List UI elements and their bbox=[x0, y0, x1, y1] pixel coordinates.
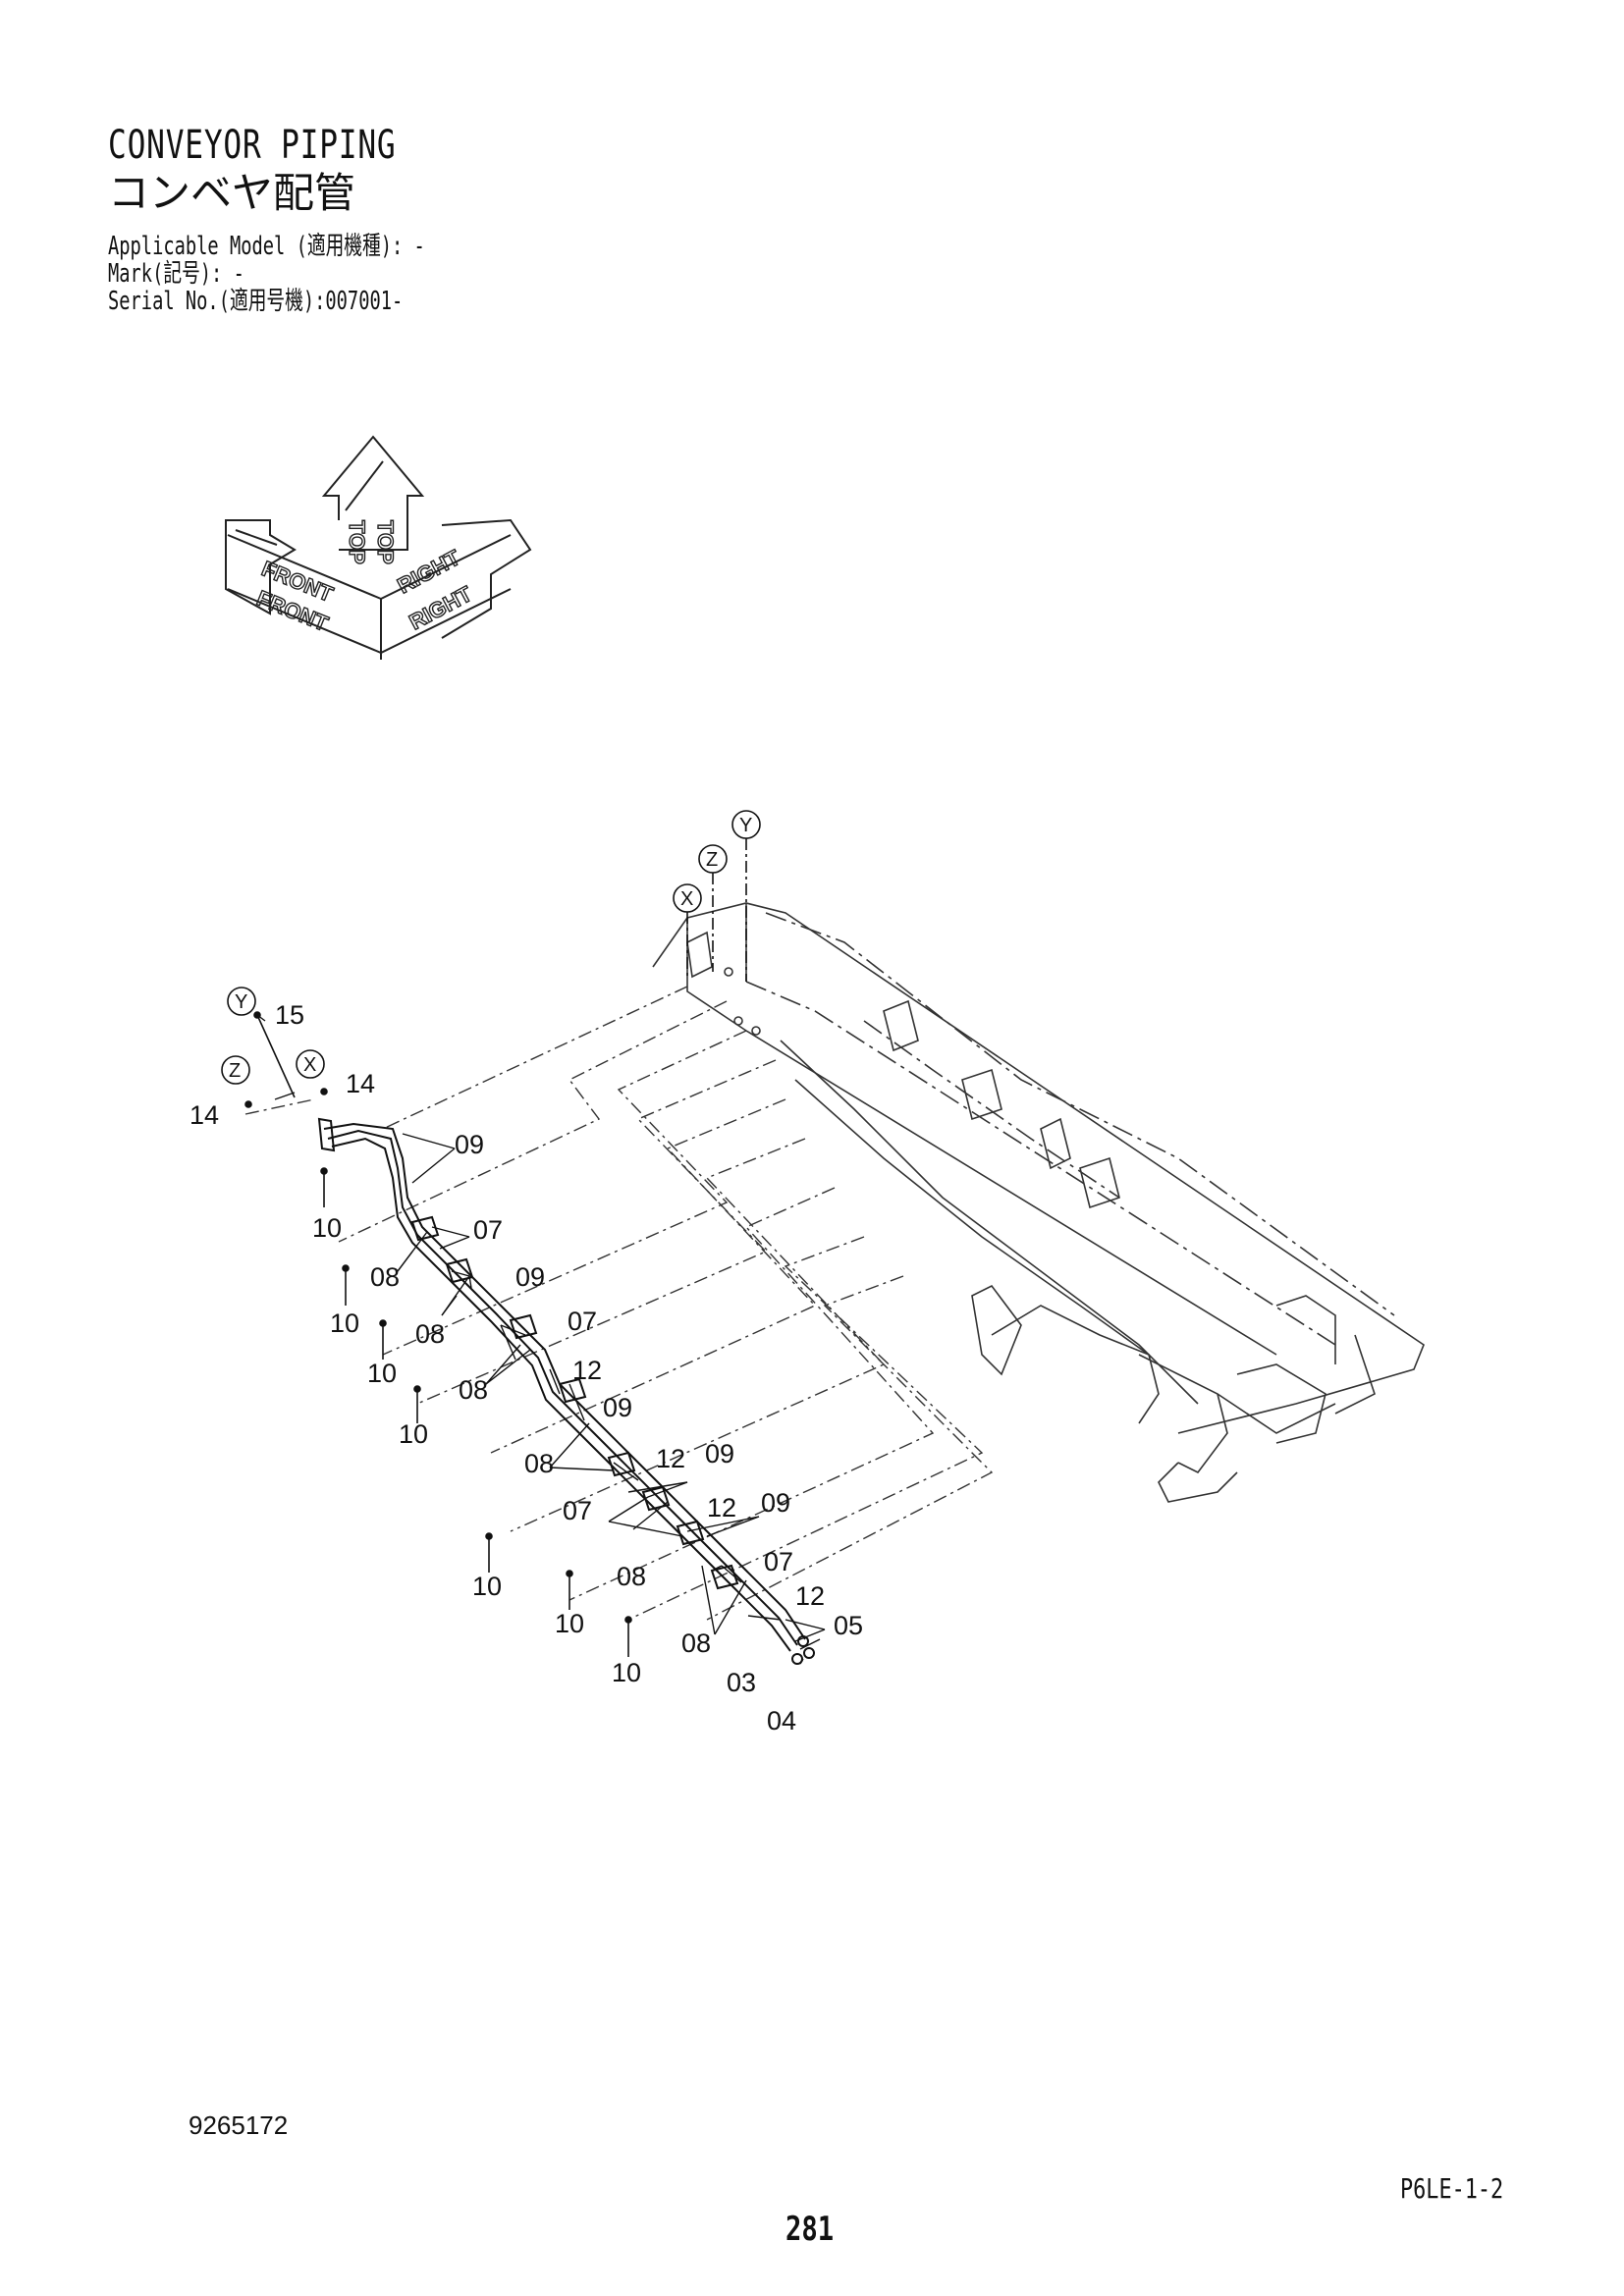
view-marker-y-hose-label: Y bbox=[235, 991, 247, 1013]
callout-10: 10 bbox=[612, 1658, 641, 1687]
callout-08: 08 bbox=[617, 1562, 646, 1591]
view-marker-z-hose-label: Z bbox=[229, 1060, 241, 1082]
callout-07: 07 bbox=[764, 1547, 793, 1576]
callout-10: 10 bbox=[555, 1609, 584, 1638]
top-label-shadow: TOP bbox=[373, 520, 398, 564]
leader-lines bbox=[256, 1014, 826, 1665]
page-code: P6LE-1-2 bbox=[1400, 2172, 1504, 2205]
right-arrow-icon bbox=[441, 518, 532, 639]
callout-07: 07 bbox=[473, 1215, 503, 1245]
callout-14: 14 bbox=[346, 1069, 375, 1098]
callout-05: 05 bbox=[834, 1611, 863, 1640]
view-marker-y-hose bbox=[227, 987, 256, 1016]
conveyor-frame bbox=[652, 902, 1425, 1503]
callout-09: 09 bbox=[761, 1488, 790, 1518]
hose-assembly bbox=[317, 1117, 815, 1665]
view-marker-z-label: Z bbox=[706, 849, 718, 871]
page-title-japanese: コンベヤ配管 bbox=[108, 169, 356, 217]
callout-10: 10 bbox=[330, 1308, 359, 1338]
callout-12: 12 bbox=[707, 1493, 736, 1522]
callout-14: 14 bbox=[189, 1100, 219, 1130]
view-markers bbox=[221, 810, 761, 1085]
callout-10: 10 bbox=[312, 1213, 342, 1243]
callout-03: 03 bbox=[727, 1668, 756, 1697]
callout-labels: 15 14 14 09 10 07 08 09 10 08 07 10 08 1… bbox=[189, 1000, 863, 1735]
top-label: TOP bbox=[345, 520, 369, 564]
view-marker-x-label: X bbox=[680, 888, 693, 910]
mark-field: Mark(記号): - bbox=[108, 259, 244, 289]
callout-15: 15 bbox=[275, 1000, 304, 1030]
callout-08: 08 bbox=[681, 1629, 711, 1658]
view-marker-y-label: Y bbox=[739, 815, 752, 836]
connection-lines bbox=[244, 986, 994, 1621]
callout-10: 10 bbox=[472, 1572, 502, 1601]
callout-04: 04 bbox=[767, 1706, 796, 1735]
callout-10: 10 bbox=[399, 1419, 428, 1449]
callout-12: 12 bbox=[572, 1356, 602, 1385]
page-title: CONVEYOR PIPING bbox=[108, 123, 397, 168]
callout-07: 07 bbox=[563, 1496, 592, 1525]
orientation-indicator: FRONT FRONT TOP TOP RIGHT RIGHT bbox=[225, 435, 532, 660]
callout-09: 09 bbox=[705, 1439, 734, 1468]
document-number: 9265172 bbox=[189, 2110, 289, 2140]
view-marker-x-hose-label: X bbox=[303, 1054, 316, 1076]
callout-08: 08 bbox=[459, 1375, 488, 1405]
callout-10: 10 bbox=[367, 1359, 397, 1388]
callout-08: 08 bbox=[415, 1319, 445, 1349]
view-marker-z-hose bbox=[221, 1055, 250, 1085]
callout-09: 09 bbox=[515, 1262, 545, 1292]
callout-12: 12 bbox=[795, 1581, 825, 1611]
callout-08: 08 bbox=[524, 1449, 554, 1478]
callout-09: 09 bbox=[603, 1393, 632, 1422]
callout-12: 12 bbox=[656, 1444, 685, 1473]
serial-number: Serial No.(適用号機):007001- bbox=[108, 287, 404, 316]
callout-08: 08 bbox=[370, 1262, 400, 1292]
applicable-model: Applicable Model (適用機種): - bbox=[108, 232, 425, 261]
view-marker-x-hose bbox=[296, 1049, 325, 1079]
callout-09: 09 bbox=[455, 1130, 484, 1159]
page-number: 281 bbox=[785, 2210, 835, 2249]
callout-07: 07 bbox=[568, 1307, 597, 1336]
top-arrow-icon bbox=[321, 435, 425, 551]
